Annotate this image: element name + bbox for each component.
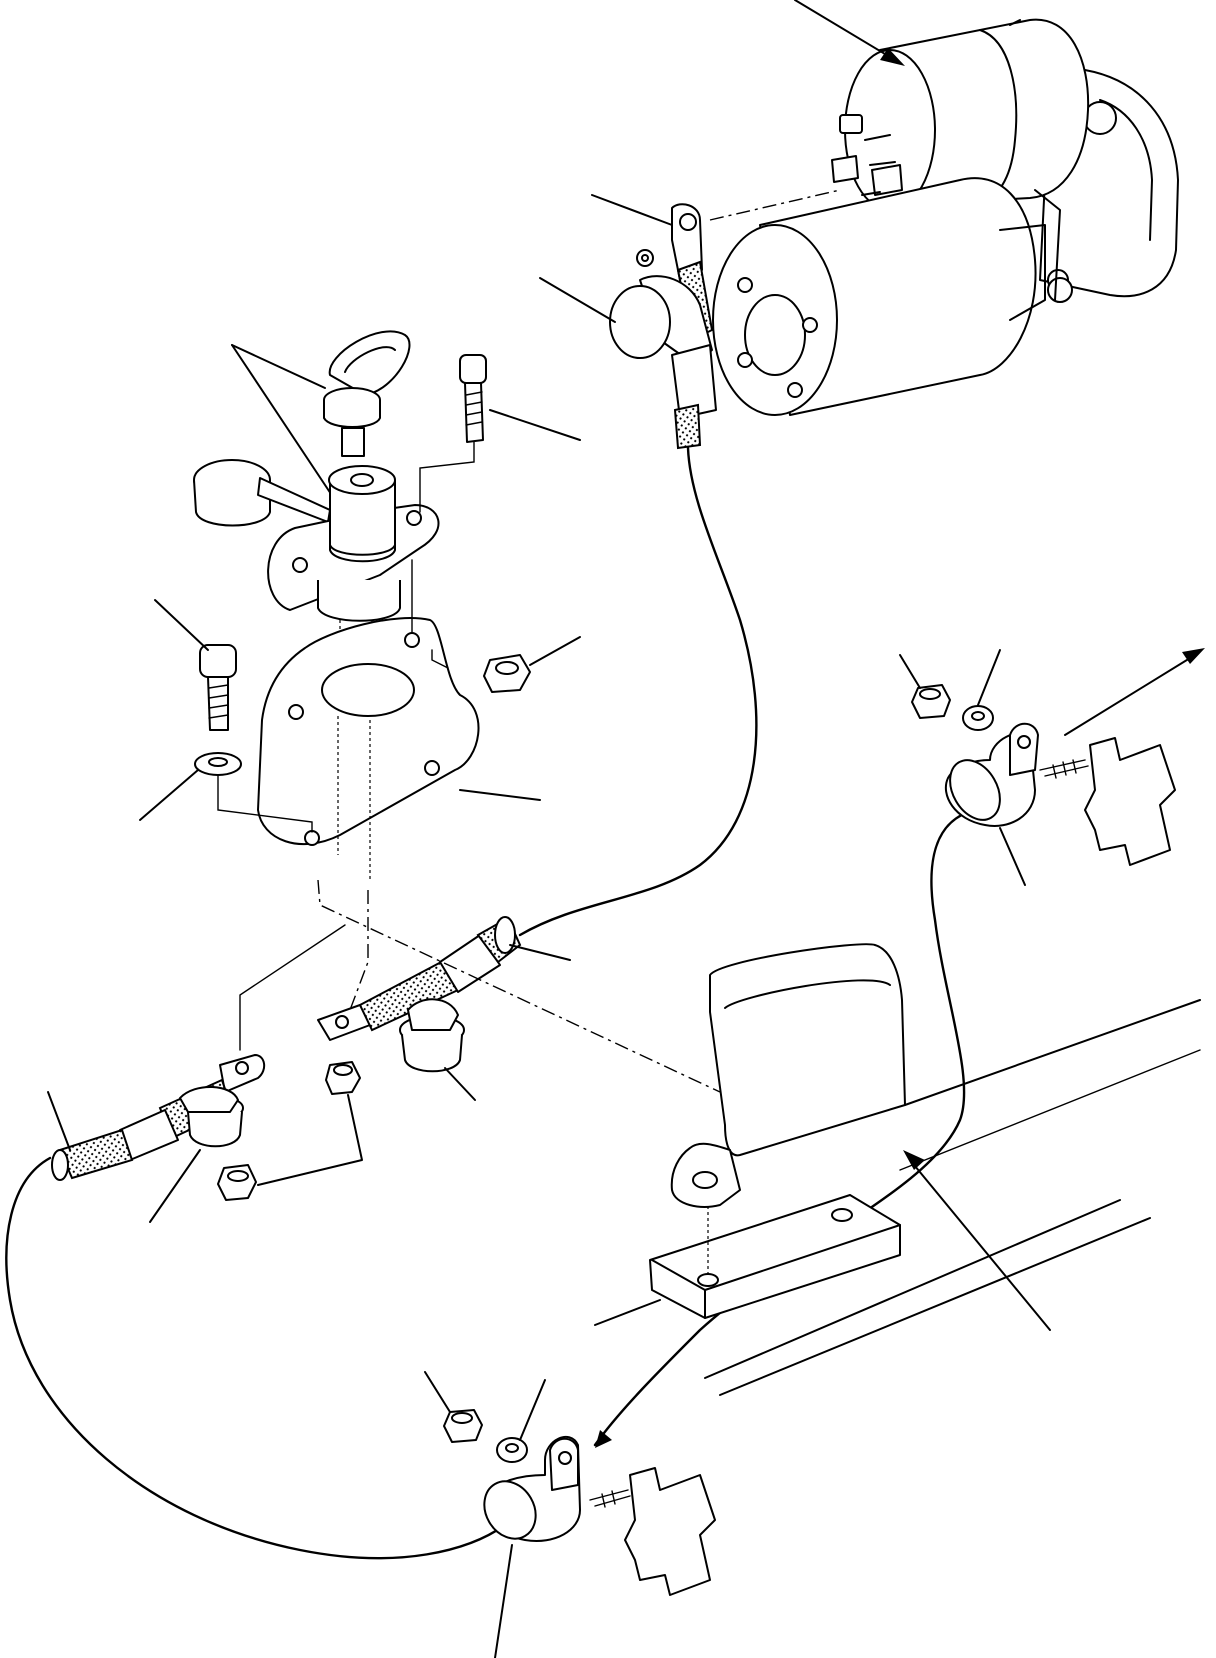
nut [325,1061,361,1095]
tray-leader-arrow [903,1150,1051,1331]
washer [496,1379,546,1463]
chassis-rail [594,999,1201,1396]
terminal-boot [149,1085,244,1223]
cable-terminal [47,1054,266,1181]
bolt [419,354,581,513]
starter-leader-arrow [794,0,905,66]
nut [424,1371,483,1443]
isolator-key [231,330,411,501]
chassis-plate [1039,648,1205,866]
starter-motor [712,18,1179,416]
cable-terminal [317,916,522,1041]
washer [962,649,1001,731]
bolt [154,599,237,731]
cable-clip [944,722,1039,886]
mounting-bracket [257,559,541,880]
nut [217,1094,363,1201]
battery-cable [5,1156,507,1560]
starter-cable-terminal [539,189,841,450]
cable-clip [483,1435,581,1658]
battery-cable [593,808,977,1447]
terminal-boot [399,944,571,1101]
battery-cable [518,446,758,937]
nut [483,636,581,693]
nut [899,654,951,719]
dust-cap [193,459,331,527]
washer [139,752,313,833]
battery-tray-bracket [649,943,906,1319]
chassis-plate [589,1467,716,1596]
